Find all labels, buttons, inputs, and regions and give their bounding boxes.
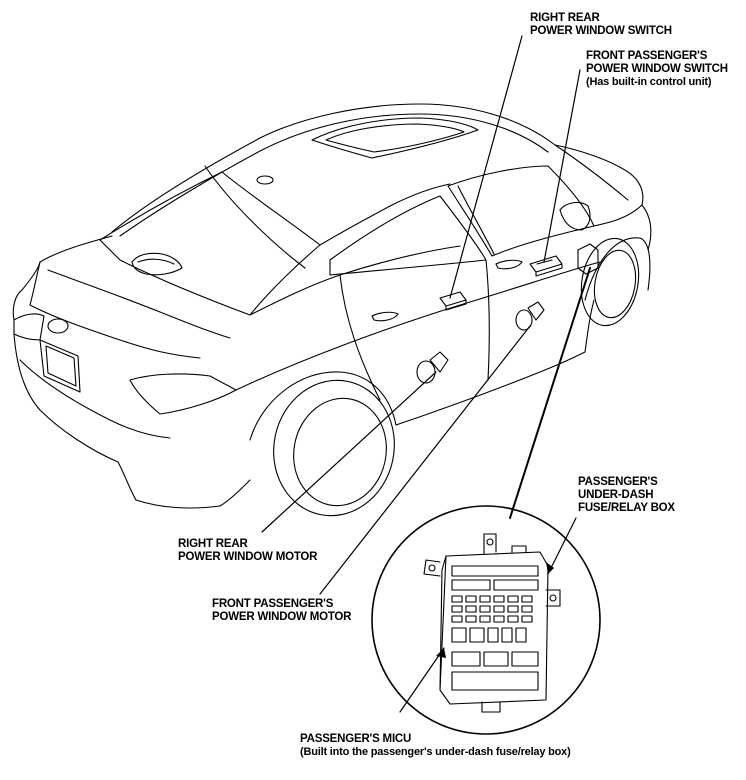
label-passenger-under-dash-fuse-relay-box: PASSENGER'S UNDER-DASH FUSE/RELAY BOX xyxy=(578,476,675,514)
rear-motor-shape xyxy=(416,351,449,384)
label-passenger-micu: PASSENGER'S MICU (Built into the passeng… xyxy=(300,733,571,758)
label-front-passenger-power-window-motor: FRONT PASSENGER'S POWER WINDOW MOTOR xyxy=(212,598,352,623)
arrowheads xyxy=(436,562,554,658)
leader-lines xyxy=(261,35,591,713)
label-front-passenger-power-window-switch: FRONT PASSENGER'S POWER WINDOW SWITCH (H… xyxy=(586,50,728,88)
fuse-box-on-car-shape xyxy=(577,243,599,275)
magnified-fuse-box xyxy=(371,505,601,735)
front-motor-shape xyxy=(515,301,545,331)
front-passenger-switch-shape xyxy=(529,255,563,277)
right-rear-switch-shape xyxy=(439,291,467,311)
car-body-outline xyxy=(12,103,652,517)
label-right-rear-power-window-switch: RIGHT REAR POWER WINDOW SWITCH xyxy=(530,12,672,37)
label-right-rear-power-window-motor: RIGHT REAR POWER WINDOW MOTOR xyxy=(178,538,318,563)
